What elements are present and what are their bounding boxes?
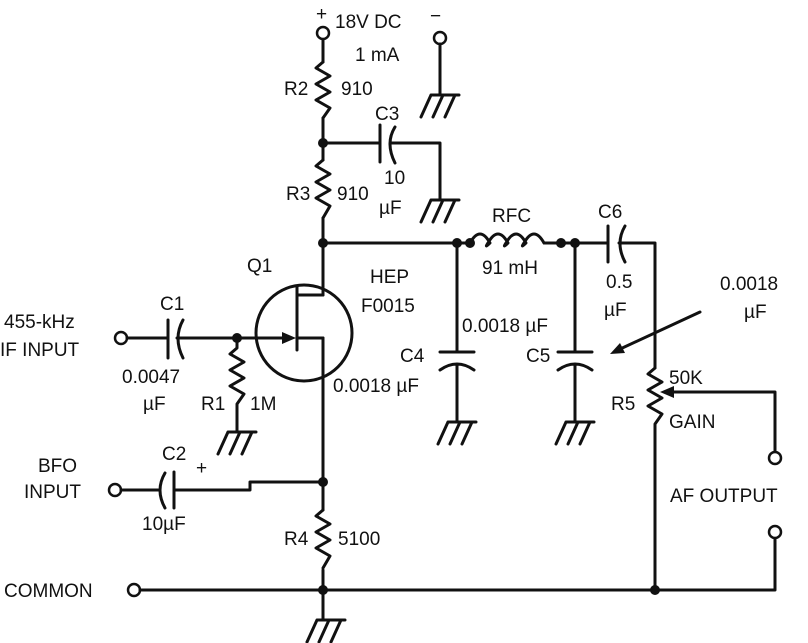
c3-unit: µF [379,198,402,219]
c5-capacitor [556,241,594,424]
bfo-label-1: BFO [38,456,77,477]
supply-plus-label: + [316,4,327,25]
c2-value: 10µF [142,514,186,535]
c1-capacitor [125,318,239,360]
r2-ref: R2 [284,79,308,100]
ground-icon [419,93,461,119]
r3-resistor [314,158,332,220]
q1-type-2: F0015 [361,296,415,317]
r4-resistor [314,508,332,570]
r3-value: 910 [337,184,369,205]
ground-icon [554,420,596,446]
c1-ref: C1 [160,294,184,315]
r5-ref: R5 [611,394,635,415]
rfc-value: 91 mH [482,258,538,279]
r5-wiper [666,390,777,454]
r5-function: GAIN [669,412,715,433]
r5-value: 50K [669,368,703,389]
bfo-input-terminal[interactable] [107,482,123,498]
c3-ref: C3 [375,104,399,125]
r2-resistor [314,60,332,120]
wiper-arrow-icon [660,386,674,398]
common-terminal[interactable] [126,582,142,598]
af-output-terminal-bottom[interactable] [767,524,783,540]
callout-line [616,310,702,352]
r1-value: 1M [250,394,276,415]
r4-ref: R4 [284,529,309,550]
af-output-terminal-top[interactable] [767,450,783,466]
ground-icon [419,198,461,224]
q1-type-1: HEP [370,267,409,288]
q1-jfet [235,283,354,383]
r1-ref: R1 [201,394,225,415]
supply-plus-terminal[interactable] [315,25,331,41]
supply-current-label: 1 mA [355,45,400,66]
r2-value: 910 [341,79,373,100]
c1-value: 0.0047 [122,367,180,388]
c3-value: 10 [384,168,405,189]
if-input-label-1: 455-kHz [4,312,75,333]
ground-icon [216,430,258,456]
r1-resistor [228,336,246,434]
if-input-label-2: IF INPUT [0,340,80,361]
rfc-ref: RFC [492,206,531,227]
c3-capacitor [321,123,442,202]
callout-arrow-icon [610,343,625,354]
c2-capacitor [119,470,325,510]
c4-value-top: 0.0018 µF [462,316,548,337]
common-label: COMMON [4,581,93,602]
c5-callout-unit: µF [744,302,767,323]
c5-callout-value: 0.0018 [720,274,778,295]
ground-icon [436,420,478,446]
c4-capacitor [438,241,476,424]
c2-polarity: + [196,458,207,479]
c4-value: 0.0018 µF [333,376,419,397]
bfo-label-2: INPUT [24,482,81,503]
ground-icon [305,618,347,643]
c6-ref: C6 [598,202,622,223]
r3-ref: R3 [286,184,310,205]
c6-value: 0.5 [606,272,632,293]
c1-unit: µF [143,394,166,415]
supply-minus-label: − [430,6,441,27]
if-input-terminal[interactable] [113,330,129,346]
c4-ref: C4 [400,346,425,367]
c2-ref: C2 [162,444,186,465]
common-wire [138,536,777,592]
supply-minus-terminal[interactable] [432,30,448,46]
c5-ref: C5 [526,346,550,367]
af-output-label: AF OUTPUT [670,486,778,507]
q1-ref: Q1 [247,256,272,277]
supply-voltage-label: 18V DC [335,12,402,33]
r4-value: 5100 [338,529,380,550]
rfc-inductor [468,232,546,248]
r5-potentiometer [646,366,664,592]
c6-unit: µF [604,300,627,321]
